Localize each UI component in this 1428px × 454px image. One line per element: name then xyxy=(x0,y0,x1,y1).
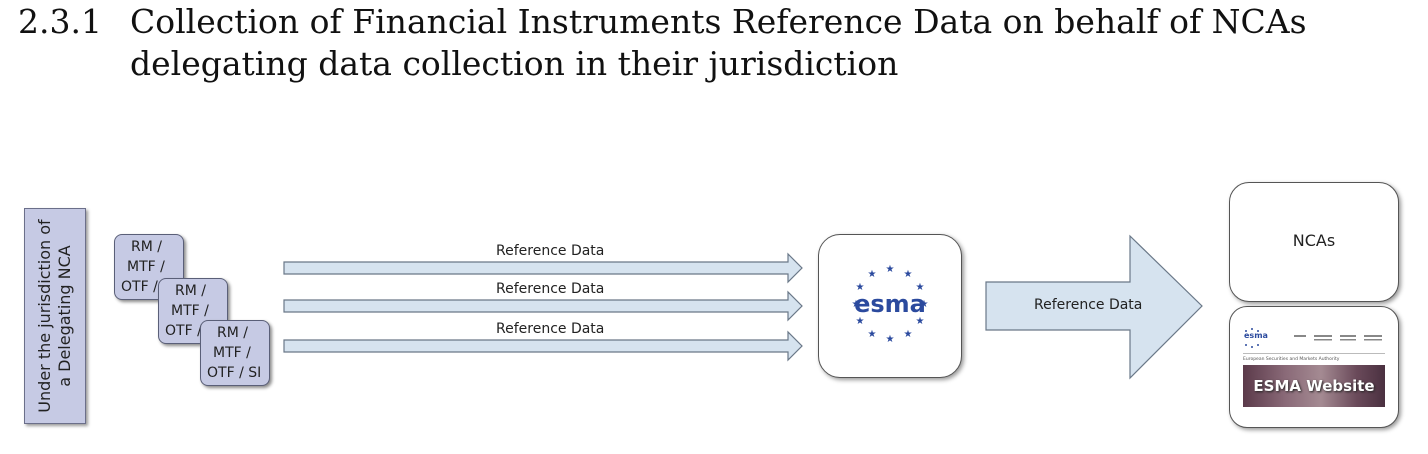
website-subtitle: European Securities and Markets Authorit… xyxy=(1243,357,1340,362)
venue-2-line-1: RM / xyxy=(175,283,206,299)
section-number: 2.3.1 xyxy=(18,2,102,41)
flow-arrow-3 xyxy=(283,330,803,362)
jurisdiction-box: Under the jurisdiction of a Delegating N… xyxy=(24,208,86,424)
flow-label-3: Reference Data xyxy=(496,321,605,337)
svg-text:★: ★ xyxy=(920,299,929,310)
svg-text:★: ★ xyxy=(856,316,865,327)
ncas-box: NCAs xyxy=(1229,182,1399,302)
website-logo-text: esma xyxy=(1244,331,1268,340)
svg-text:★: ★ xyxy=(904,329,913,340)
venue-1-line-1: RM / xyxy=(131,239,162,255)
venue-box-3: RM / MTF / OTF / SI xyxy=(200,320,270,386)
website-header-icon xyxy=(1243,328,1385,354)
eu-stars-icon: ★ ★ ★ ★ ★ ★ ★ ★ ★ ★ ★ ★ xyxy=(852,264,929,345)
big-arrow-label: Reference Data xyxy=(1034,297,1143,313)
website-banner: ESMA Website xyxy=(1243,365,1385,407)
svg-text:★: ★ xyxy=(856,282,865,293)
svg-text:★: ★ xyxy=(916,316,925,327)
venue-1-line-3: OTF / xyxy=(121,279,158,295)
esma-website-box: esma European Securities and Markets Aut… xyxy=(1229,306,1399,428)
venue-2-line-3: OTF / xyxy=(165,323,202,339)
venue-2-line-2: MTF / xyxy=(171,303,209,319)
svg-text:★: ★ xyxy=(868,329,877,340)
venue-3-line-3: OTF / SI xyxy=(207,365,262,381)
flow-arrow-1 xyxy=(283,252,803,284)
flow-label-1: Reference Data xyxy=(496,243,605,259)
ncas-label: NCAs xyxy=(1292,231,1336,250)
flow-arrow-2 xyxy=(283,290,803,322)
svg-text:★: ★ xyxy=(852,299,861,310)
flow-label-2: Reference Data xyxy=(496,281,605,297)
esma-logo-text: esma xyxy=(854,290,926,318)
section-title-line-1: Collection of Financial Instruments Refe… xyxy=(130,2,1307,41)
section-title-line-2: delegating data collection in their juri… xyxy=(130,44,899,83)
esma-box: ★ ★ ★ ★ ★ ★ ★ ★ ★ ★ ★ ★ esma xyxy=(818,234,962,378)
venue-3-line-2: MTF / xyxy=(213,345,251,361)
venue-box-2: RM / MTF / OTF / xyxy=(158,278,228,344)
svg-text:★: ★ xyxy=(868,269,877,280)
svg-text:★: ★ xyxy=(886,334,895,345)
svg-text:★: ★ xyxy=(886,264,895,275)
svg-text:★: ★ xyxy=(916,282,925,293)
svg-text:★: ★ xyxy=(904,269,913,280)
venue-3-line-1: RM / xyxy=(217,325,248,341)
big-arrow xyxy=(985,234,1203,380)
venue-1-line-2: MTF / xyxy=(127,259,165,275)
website-banner-text: ESMA Website xyxy=(1253,377,1375,395)
